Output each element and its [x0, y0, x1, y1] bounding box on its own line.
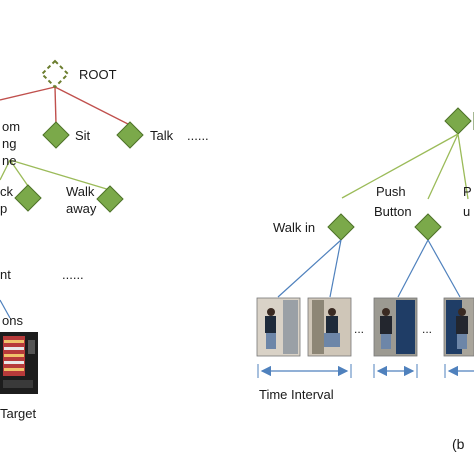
walk-in-node [327, 213, 355, 241]
video-frame [373, 297, 418, 357]
talk-node [116, 121, 144, 149]
walk-away-label-1: Walk [66, 184, 95, 199]
partial-check-2: p [0, 201, 7, 216]
root-node [40, 59, 70, 89]
panel-label: (b [452, 436, 465, 452]
root-label: ROOT [79, 67, 117, 82]
object-edge [0, 299, 11, 319]
frame-edges [277, 239, 461, 298]
partial-ons: ons [2, 313, 23, 328]
check-node [14, 184, 42, 212]
vending-machine-image [0, 332, 38, 394]
push-button-node [414, 213, 442, 241]
partial-nt: nt [0, 267, 11, 282]
right-top-edges [341, 133, 469, 200]
push-button-label-1: Push [376, 184, 406, 199]
left-root-edges [0, 86, 129, 125]
frame-gap-ellipsis: ... [354, 322, 364, 336]
walk-away-node [96, 185, 124, 213]
partial-line-3: ne [2, 153, 16, 168]
partial-line-2: ng [2, 136, 16, 151]
push-button-label-2: Button [374, 204, 412, 219]
video-frame [443, 297, 474, 357]
talk-label: Talk [150, 128, 174, 143]
time-interval-label: Time Interval [259, 387, 334, 402]
video-frame [256, 297, 301, 357]
time-interval-arrow [373, 364, 418, 378]
partial-line-1: om [2, 119, 20, 134]
sit-label: Sit [75, 128, 91, 143]
target-label: Target [0, 406, 37, 421]
partial-p-2: u [463, 204, 470, 219]
right-top-node [444, 107, 472, 135]
walk-in-label: Walk in [273, 220, 315, 235]
video-frame [307, 297, 352, 357]
frame-gap-ellipsis: ... [422, 322, 432, 336]
top-ellipsis: ...... [187, 128, 209, 143]
sit-node [42, 121, 70, 149]
walk-away-label-2: away [66, 201, 97, 216]
left-mid-edges [0, 159, 111, 191]
time-interval-arrow [257, 364, 352, 378]
partial-p-1: P [463, 184, 472, 199]
mid-ellipsis: ...... [62, 267, 84, 282]
time-interval-arrow [444, 364, 474, 378]
partial-check-1: ck [0, 184, 14, 199]
